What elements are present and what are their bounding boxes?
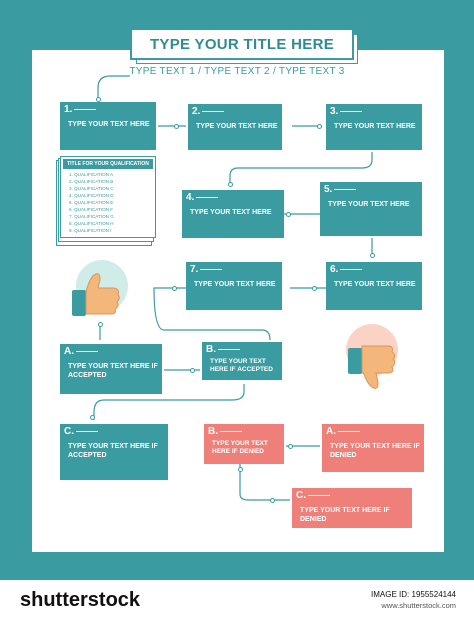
step-box-4: 4. TYPE YOUR TEXT HERE [182,190,284,238]
connector-dot [98,322,103,327]
connector-dot [96,97,101,102]
qualification-item: 8. QUALIFICATION H [69,221,114,226]
connector-dot [238,467,243,472]
denied-box-c: C. TYPE YOUR TEXT HERE IF DENIED [292,488,412,528]
denied-text: TYPE YOUR TEXT HERE IF DENIED [330,443,420,459]
connector-dot [90,415,95,420]
step-number: 3. [330,106,362,117]
brand-logo: shutterstock [20,589,141,611]
step-box-5: 5. TYPE YOUR TEXT HERE [320,182,422,236]
image-id-label: IMAGE ID: 1955524144 [371,590,456,599]
denied-text: TYPE YOUR TEXT HERE IF DENIED [212,440,268,455]
qualification-card: TITLE FOR YOUR QUALIFICATION 1. QUALIFIC… [60,156,156,238]
denied-letter: C. [296,490,330,501]
connector-dot [317,124,322,129]
thumbs-down-icon [346,324,398,389]
step-number: 5. [324,184,356,195]
qualification-list: 1. QUALIFICATION A 2. QUALIFICATION B 3.… [61,171,155,234]
footer-bar: shutterstock IMAGE ID: 1955524144 www.sh… [0,580,474,620]
step-number: 1. [64,104,96,115]
accepted-box-a: A. TYPE YOUR TEXT HERE IF ACCEPTED [60,344,162,394]
page-subtitle: TYPE TEXT 1 / TYPE TEXT 2 / TYPE TEXT 3 [129,66,345,77]
qualification-item: 4. QUALIFICATION D [69,193,114,198]
title-banner: TYPE YOUR TITLE HERE [130,28,358,64]
step-box-1: 1. TYPE YOUR TEXT HERE [60,102,156,150]
connector-dot [228,182,233,187]
step-text: TYPE YOUR TEXT HERE [328,201,410,208]
accepted-text: TYPE YOUR TEXT HERE IF ACCEPTED [210,358,273,373]
step-text: TYPE YOUR TEXT HERE [68,121,150,128]
step-box-3: 3. TYPE YOUR TEXT HERE [326,104,422,150]
connector-dot [288,444,293,449]
connector-dot [270,498,275,503]
qualification-item: 9. QUALIFICATION I [69,228,112,233]
page-title: TYPE YOUR TITLE HERE [149,35,335,53]
accepted-letter: C. [64,426,98,437]
denied-letter: B. [208,426,242,437]
step-number: 4. [186,192,218,203]
accepted-text: TYPE YOUR TEXT HERE IF ACCEPTED [68,443,158,459]
accepted-box-b: B. TYPE YOUR TEXT HERE IF ACCEPTED [202,342,282,380]
qualification-item: 6. QUALIFICATION F [69,207,114,212]
denied-text: TYPE YOUR TEXT HERE IF DENIED [300,507,390,523]
qualification-item: 3. QUALIFICATION C [69,186,114,191]
qualification-title: TITLE FOR YOUR QUALIFICATION [63,159,153,169]
step-number: 7. [190,264,222,275]
connector-dot [172,286,177,291]
accepted-letter: B. [206,344,240,355]
step-text: TYPE YOUR TEXT HERE [334,281,416,288]
qualification-item: 5. QUALIFICATION E [69,200,114,205]
connector-dot [286,212,291,217]
step-text: TYPE YOUR TEXT HERE [334,123,416,130]
accepted-text: TYPE YOUR TEXT HERE IF ACCEPTED [68,363,158,379]
step-number: 6. [330,264,362,275]
site-url-label: www.shutterstock.com [381,601,456,610]
connector-dot [174,124,179,129]
step-text: TYPE YOUR TEXT HERE [190,209,272,216]
qualification-item: 2. QUALIFICATION B [69,179,114,184]
denied-letter: A. [326,426,360,437]
step-text: TYPE YOUR TEXT HERE [194,281,276,288]
step-text: TYPE YOUR TEXT HERE [196,123,278,130]
step-box-6: 6. TYPE YOUR TEXT HERE [326,262,422,310]
accepted-box-c: C. TYPE YOUR TEXT HERE IF ACCEPTED [60,424,168,480]
qualification-item: 1. QUALIFICATION A [69,172,114,177]
connector-dot [370,253,375,258]
step-box-7: 7. TYPE YOUR TEXT HERE [186,262,282,310]
accepted-letter: A. [64,346,98,357]
step-number: 2. [192,106,224,117]
qualification-item: 7. QUALIFICATION G [69,214,114,219]
thumbs-up-icon [72,260,128,316]
connector-dot [312,286,317,291]
denied-box-b: B. TYPE YOUR TEXT HERE IF DENIED [204,424,284,464]
denied-box-a: A. TYPE YOUR TEXT HERE IF DENIED [322,424,424,472]
step-box-2: 2. TYPE YOUR TEXT HERE [188,104,282,150]
connector-dot [190,368,195,373]
